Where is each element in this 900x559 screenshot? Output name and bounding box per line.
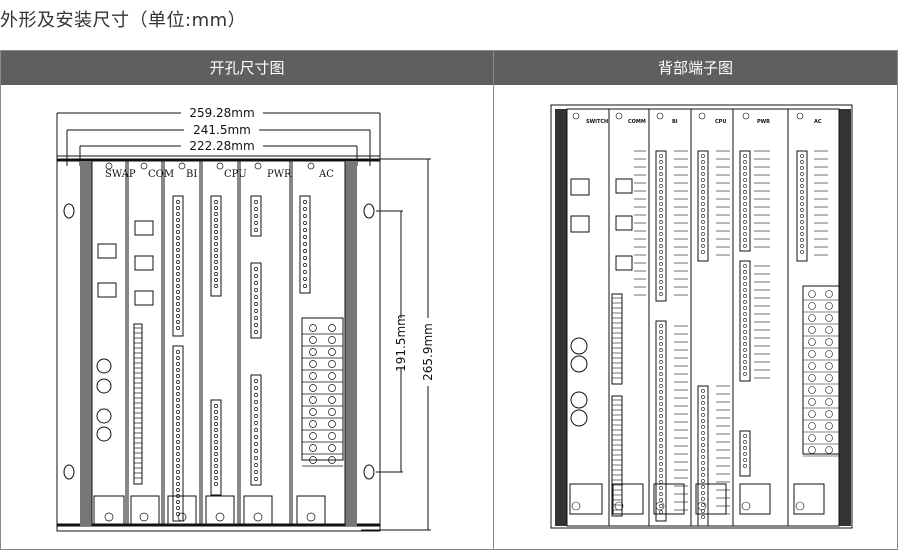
rear-label-switch: SWITCH [586, 119, 608, 125]
front-view-drawing: 259.28mm 241.5mm 222.28mm 191.5mm 265.9m… [56, 106, 435, 532]
dimension-table: 开孔尺寸图 背部端子图 [0, 50, 898, 550]
dim-inner-width: 241.5mm [193, 123, 251, 137]
page-title: 外形及安装尺寸（单位:mm） [0, 10, 247, 31]
rear-label-cpu: CPU [715, 119, 726, 125]
cutout-drawing-panel: 259.28mm 241.5mm 222.28mm 191.5mm 265.9m… [1, 86, 493, 549]
front-label-ac: AC [318, 169, 334, 180]
dim-mount-height: 191.5mm [394, 314, 408, 372]
rear-terminal-panel: SWITCH COMM BI CPU PWR AC [494, 86, 897, 549]
rear-label-bi: BI [672, 119, 678, 125]
rear-label-comm: COMM [628, 119, 646, 125]
column-divider [493, 51, 494, 549]
header-rear-terminal-drawing: 背部端子图 [494, 51, 897, 85]
front-label-com: COM [148, 169, 174, 180]
front-label-bi: BI [186, 169, 197, 180]
front-label-swap: SWAP [105, 169, 136, 180]
rear-label-pwr: PWR [757, 119, 770, 125]
front-label-pwr: PWR [267, 169, 292, 180]
dim-overall-width: 259.28mm [189, 106, 254, 120]
dim-cutout-width: 222.28mm [189, 139, 254, 153]
header-cutout-drawing: 开孔尺寸图 [1, 51, 493, 85]
rear-view-drawing: SWITCH COMM BI CPU PWR AC [550, 104, 853, 529]
dim-overall-height: 265.9mm [421, 323, 435, 381]
rear-label-ac: AC [814, 119, 822, 125]
front-label-cpu: CPU [224, 169, 247, 180]
